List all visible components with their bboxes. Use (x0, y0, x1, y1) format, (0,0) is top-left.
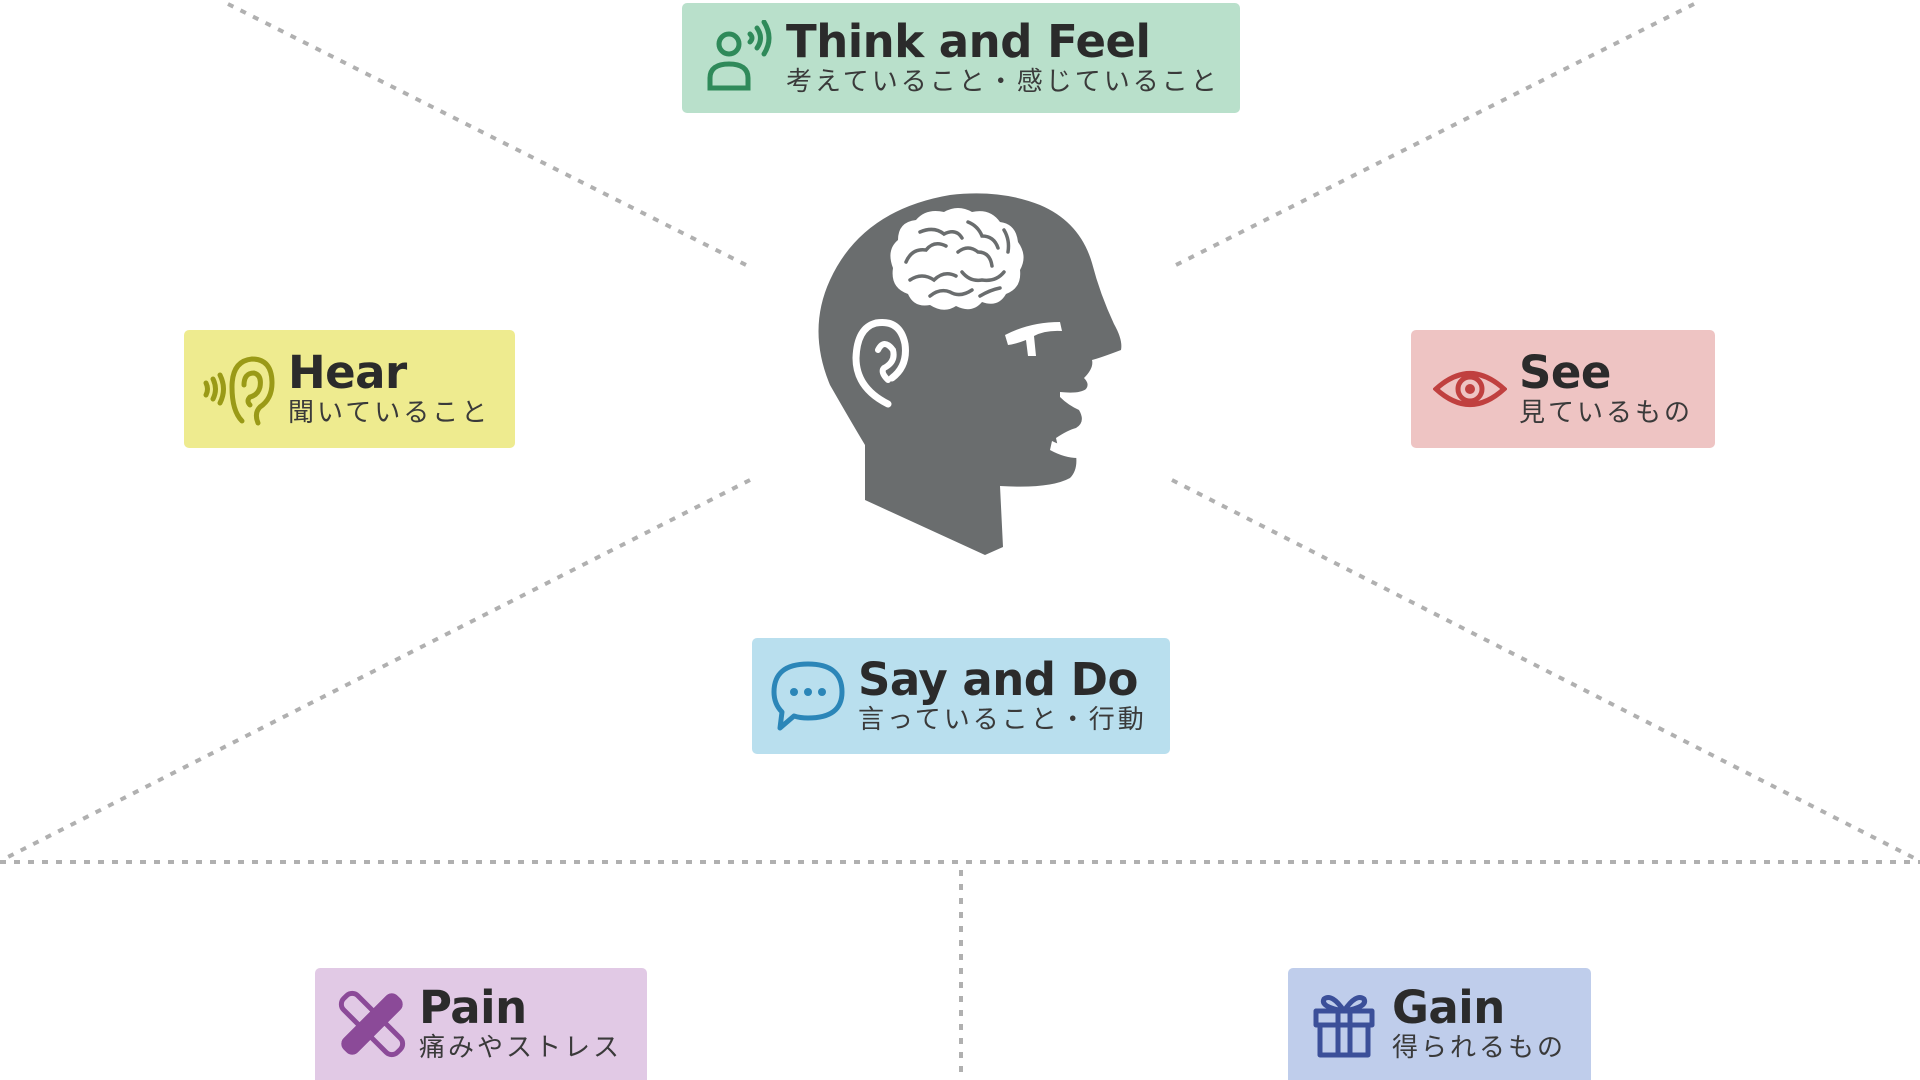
speech-bubble-icon (770, 658, 846, 734)
divider-top-right (1171, 2, 1695, 269)
card-title: Pain (419, 981, 527, 1034)
card-subtitle: 痛みやストレス (419, 1033, 623, 1063)
card-think-and-feel: Think and Feel 考えていること・感じていること (682, 3, 1240, 113)
card-pain: Pain 痛みやストレス (315, 968, 647, 1080)
card-title: Gain (1392, 981, 1505, 1034)
divider-top-left (227, 2, 751, 269)
bandage-x-icon (337, 988, 407, 1060)
card-title: See (1519, 346, 1611, 399)
card-gain: Gain 得られるもの (1288, 968, 1591, 1080)
card-subtitle: 見ているもの (1519, 398, 1694, 428)
card-see: See 見ているもの (1411, 330, 1715, 448)
ear-icon (202, 347, 278, 431)
divider-bottom-right (1171, 478, 1919, 862)
card-hear: Hear 聞いていること (184, 330, 515, 448)
card-title: Say and Do (858, 653, 1138, 706)
card-title: Hear (288, 346, 407, 399)
eye-icon (1433, 359, 1507, 419)
card-title: Think and Feel (786, 15, 1151, 68)
person-thinking-icon (704, 18, 774, 98)
card-subtitle: 考えていること・感じていること (786, 67, 1220, 97)
head-with-brain-icon (818, 193, 1122, 555)
card-say-and-do: Say and Do 言っていること・行動 (752, 638, 1170, 754)
card-subtitle: 聞いていること (288, 398, 491, 428)
divider-bottom-left (1, 478, 751, 862)
card-subtitle: 言っていること・行動 (858, 705, 1147, 735)
gift-icon (1310, 988, 1378, 1060)
card-subtitle: 得られるもの (1392, 1033, 1567, 1063)
